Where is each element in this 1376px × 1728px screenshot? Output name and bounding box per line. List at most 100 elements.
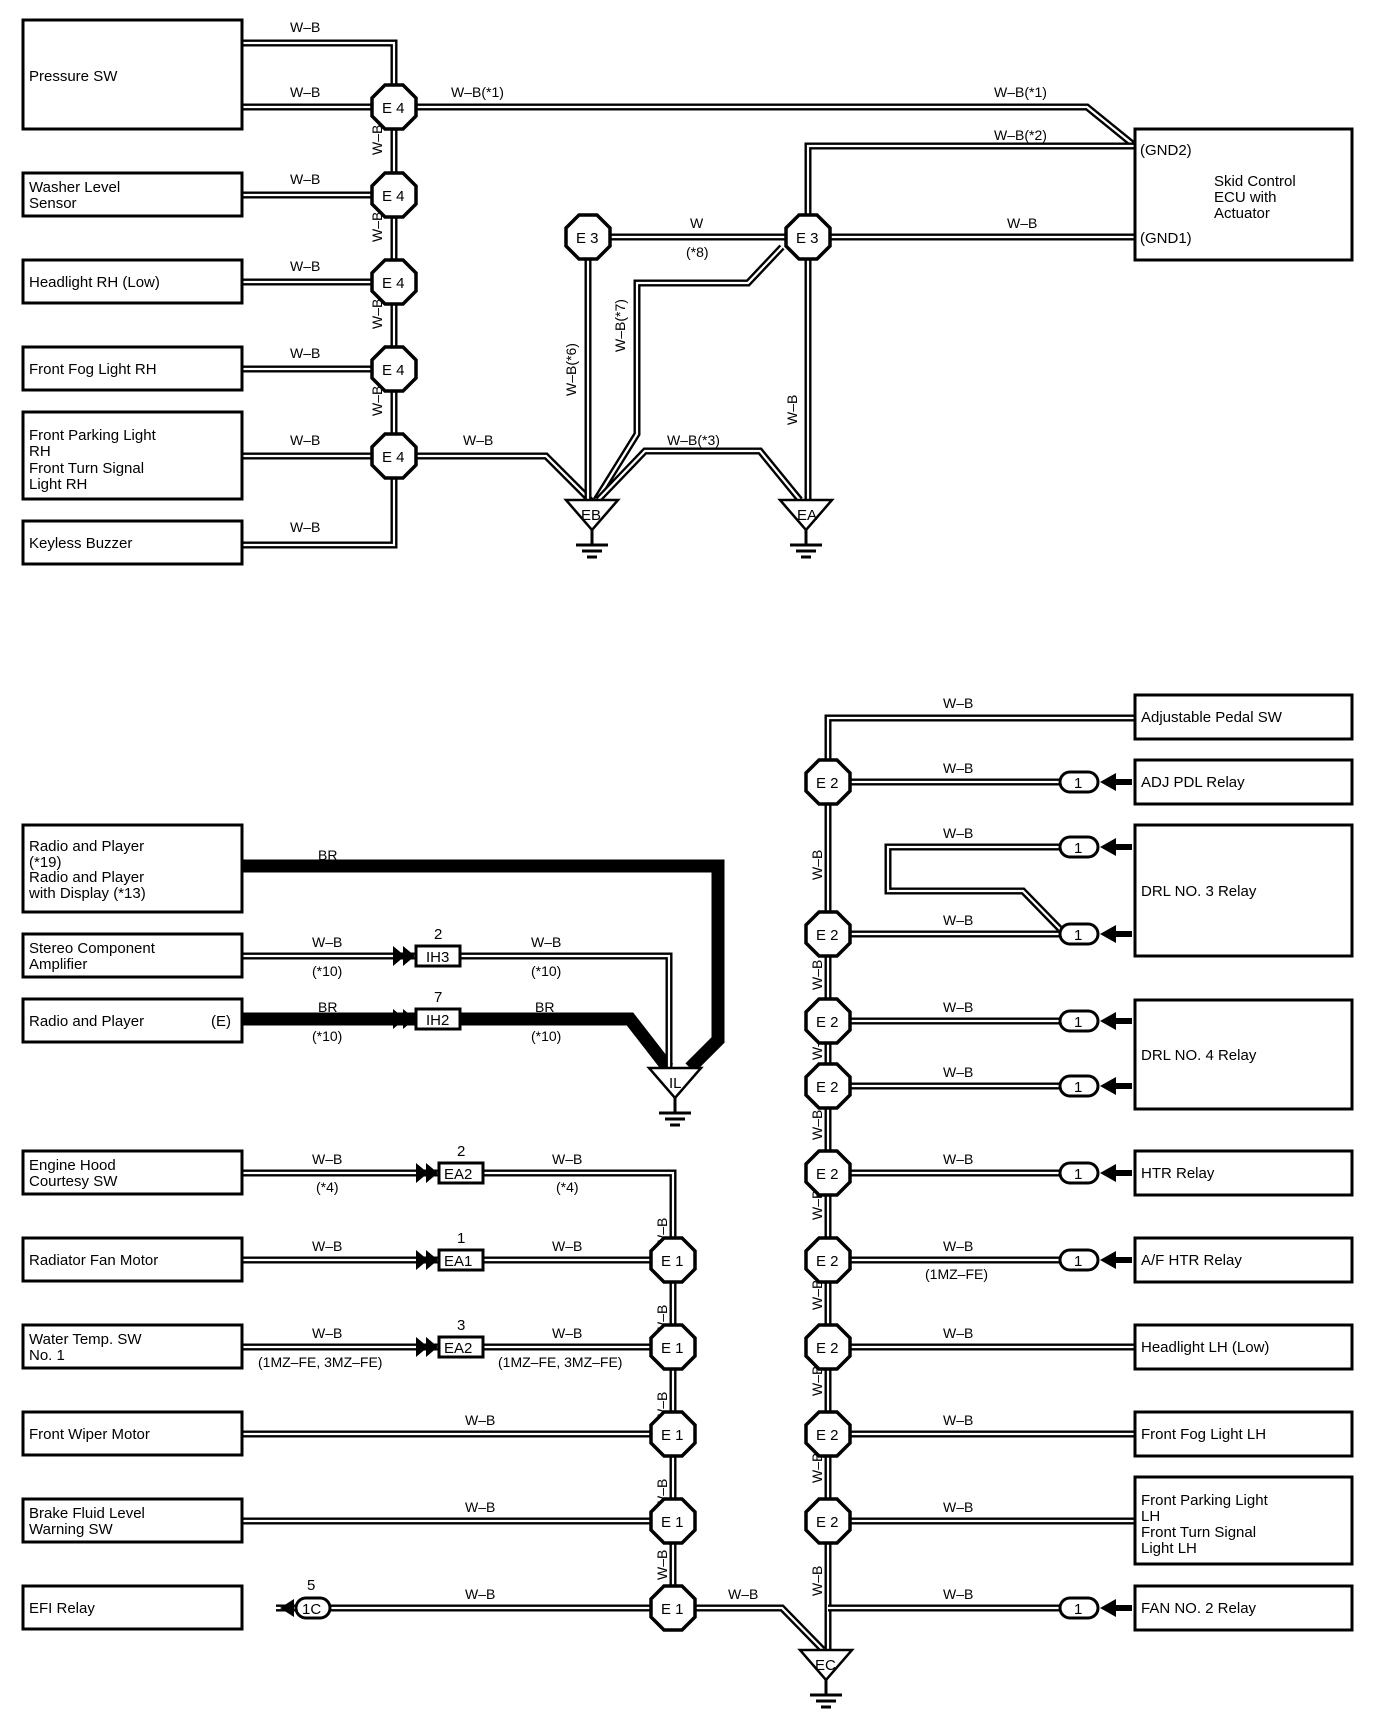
wire-label: W–B [552, 1238, 582, 1254]
splice-e2-label: E 2 [816, 1427, 839, 1444]
wire-label: W–B [552, 1151, 582, 1167]
wire-label: W–B [943, 760, 973, 776]
efi-relay-label: EFI Relay [29, 1600, 95, 1617]
keyless-buzzer-box: Keyless Buzzer [21, 519, 244, 566]
water-temp-box: Water Temp. SW No. 1 [21, 1323, 244, 1370]
wire-label: (1MZ–FE, 3MZ–FE) [498, 1354, 622, 1370]
relay-pin-adj-pdl: 1 [1058, 770, 1132, 794]
radio-display-label-4: with Display (*13) [28, 885, 146, 902]
wire-label: W–B [809, 960, 825, 990]
wire-label: (*10) [531, 963, 561, 979]
front-parking-lh-label-2: LH [1141, 1508, 1160, 1525]
wire-label: W–B [943, 1151, 973, 1167]
front-fog-rh-label: Front Fog Light RH [29, 361, 157, 378]
front-fog-lh-label: Front Fog Light LH [1141, 1426, 1266, 1443]
headlight-lh-label: Headlight LH (Low) [1141, 1339, 1269, 1356]
htr-relay-label: HTR Relay [1141, 1165, 1215, 1182]
bottom-left-wires [242, 859, 826, 1653]
wire-label: W–B [290, 519, 320, 535]
relay-pin-drl3-a: 1 [1058, 835, 1132, 859]
splice-e2-label: E 2 [816, 1079, 839, 1096]
connector-ea2-temp: EA2 3 [416, 1317, 485, 1359]
skid-control-ecu-box: Skid Control ECU with Actuator (GND2) (G… [1133, 127, 1354, 262]
splice-e4-label: E 4 [382, 188, 405, 205]
splice-e2-label: E 2 [816, 1340, 839, 1357]
splice-e1-label: E 1 [661, 1340, 684, 1357]
splice-e2: E 2 [804, 1410, 852, 1458]
wire-label: (1MZ–FE, 3MZ–FE) [258, 1354, 382, 1370]
splice-e2-label: E 2 [816, 927, 839, 944]
water-temp-label-1: Water Temp. SW [29, 1331, 142, 1348]
wire-label: W–B [369, 125, 385, 155]
splice-e4: E 4 [370, 345, 418, 393]
wire-label: W–B [809, 1453, 825, 1483]
skid-control-label-1: Skid Control [1214, 173, 1296, 190]
pressure-sw-box: Pressure SW [21, 18, 244, 131]
connector-ih2-name: IH2 [426, 1012, 449, 1029]
fan2-relay-label: FAN NO. 2 Relay [1141, 1600, 1257, 1617]
splice-e2: E 2 [804, 1149, 852, 1197]
ground-eb: EB [563, 498, 621, 559]
relay-pin-drl3-b: 1 [1058, 922, 1132, 946]
front-fog-rh-box: Front Fog Light RH [21, 345, 244, 392]
wire-label: W–B(*1) [994, 84, 1047, 100]
wire-label: W–B [943, 695, 973, 711]
front-fog-lh-box: Front Fog Light LH [1133, 1410, 1354, 1458]
front-parking-lh-label-4: Light LH [1141, 1540, 1197, 1557]
wire-label: W–B [290, 171, 320, 187]
wire-label: W–B [809, 1366, 825, 1396]
relay-pin-number: 1 [1074, 1079, 1082, 1096]
front-parking-rh-box: Front Parking Light RH Front Turn Signal… [21, 410, 244, 501]
efi-relay-box: EFI Relay [21, 1584, 244, 1631]
relay-pin-number: 1 [1074, 1166, 1082, 1183]
front-parking-rh-label-4: Light RH [29, 476, 87, 493]
splice-e2: E 2 [804, 910, 852, 958]
wire-label: W–B [290, 19, 320, 35]
wire-label: W–B(*1) [451, 84, 504, 100]
wire-label: W–B [465, 1499, 495, 1515]
wire-label: W–B [654, 1550, 670, 1580]
relay-pin-fan2: 1 [1058, 1596, 1132, 1620]
radio-player-box: Radio and Player (E) [21, 997, 244, 1044]
radio-display-label-1: Radio and Player [29, 838, 144, 855]
wire-label: (*4) [316, 1179, 339, 1195]
ground-il-label: IL [669, 1075, 682, 1092]
wire-label: W–B [943, 1064, 973, 1080]
wire-label: W–B [465, 1586, 495, 1602]
wire-label: W–B [784, 395, 800, 425]
wire-label: W–B [809, 1110, 825, 1140]
splice-e2-label: E 2 [816, 1514, 839, 1531]
water-temp-label-2: No. 1 [29, 1347, 65, 1364]
wire-label: W–B [465, 1412, 495, 1428]
fan2-relay-box: FAN NO. 2 Relay [1133, 1584, 1354, 1632]
splice-e2: E 2 [804, 1236, 852, 1284]
relay-pin-number: 1 [1074, 1253, 1082, 1270]
front-parking-lh-label-1: Front Parking Light [1141, 1492, 1269, 1509]
radio-player-label: Radio and Player [29, 1013, 144, 1030]
splice-e1-label: E 1 [661, 1427, 684, 1444]
connector-1c-name: 1C [302, 1601, 321, 1618]
ground-eb-label: EB [581, 507, 601, 524]
headlight-rh-label: Headlight RH (Low) [29, 274, 160, 291]
headlight-lh-box: Headlight LH (Low) [1133, 1323, 1354, 1371]
drl3-relay-label: DRL NO. 3 Relay [1141, 883, 1257, 900]
splice-e4: E 4 [370, 171, 418, 219]
wire-label: W–B [312, 934, 342, 950]
splice-e4: E 4 [370, 432, 418, 480]
ground-ec-label: EC [815, 1657, 836, 1674]
splice-e2: E 2 [804, 1323, 852, 1371]
wire-label: W–B [290, 258, 320, 274]
splice-e1: E 1 [649, 1497, 697, 1545]
stereo-amp-box: Stereo Component Amplifier [21, 932, 244, 979]
ground-points: EB EA IL EC [563, 498, 855, 1709]
front-parking-lh-box: Front Parking Light LH Front Turn Signal… [1133, 1475, 1354, 1566]
wire-label: W [690, 215, 704, 231]
ground-ec: EC [797, 1648, 855, 1709]
component-boxes: Pressure SW Washer Level Sensor Headligh… [21, 18, 1354, 1632]
pressure-sw-label: Pressure SW [29, 68, 118, 85]
wire-label: W–B [809, 1280, 825, 1310]
adj-pedal-sw-label: Adjustable Pedal SW [1141, 709, 1283, 726]
relay-pin-number: 1 [1074, 1014, 1082, 1031]
